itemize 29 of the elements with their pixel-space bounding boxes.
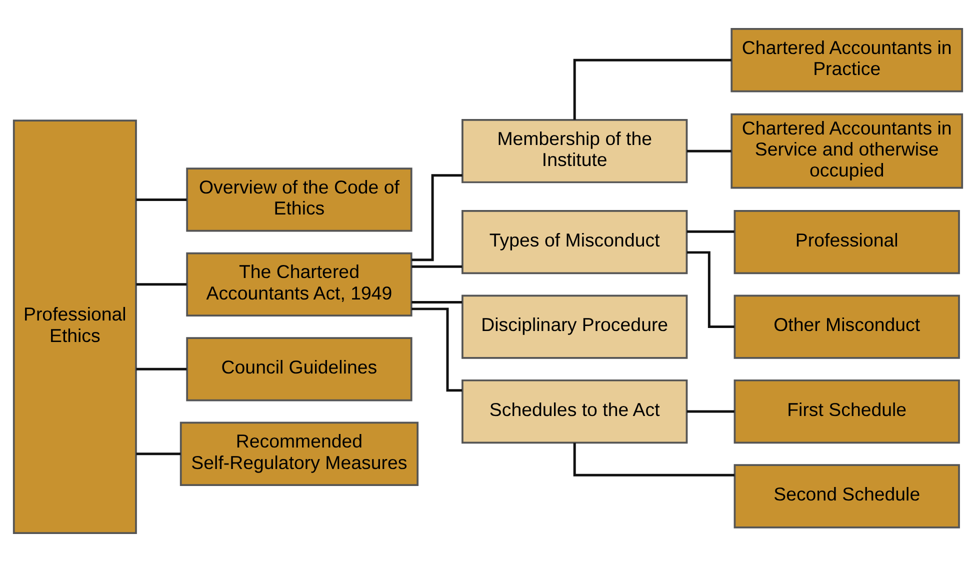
connector xyxy=(412,300,462,304)
connector xyxy=(136,367,187,370)
node-box: Council Guidelines xyxy=(186,336,412,401)
node-box: Recommended Self-Regulatory Measures xyxy=(180,421,419,486)
node-box: Chartered Accountants in Service and otherwise occupied xyxy=(730,112,964,188)
connector xyxy=(136,452,181,455)
connector xyxy=(573,442,735,476)
node-box: Disciplinary Procedure xyxy=(462,294,688,358)
connector xyxy=(136,282,187,286)
connector xyxy=(412,307,462,392)
node-box: Professional xyxy=(734,209,960,274)
connector xyxy=(412,174,462,261)
connector xyxy=(686,250,734,328)
connector xyxy=(686,410,734,412)
connector xyxy=(136,198,187,200)
connector xyxy=(412,264,462,268)
node-box: First Schedule xyxy=(734,378,960,444)
node-box: Types of Misconduct xyxy=(462,209,688,274)
connector xyxy=(573,58,732,120)
node-box: The Chartered Accountants Act, 1949 xyxy=(186,252,412,316)
node-box: Other Misconduct xyxy=(734,294,960,358)
node-box: Second Schedule xyxy=(734,464,960,528)
connector xyxy=(686,230,734,232)
node-box: Professional Ethics xyxy=(12,119,137,534)
node-box: Chartered Accountants in Practice xyxy=(730,28,964,92)
node-box: Schedules to the Act xyxy=(462,378,688,444)
node-box: Overview of the Code of Ethics xyxy=(186,167,412,232)
connector xyxy=(686,149,732,152)
node-box: Membership of the Institute xyxy=(462,118,688,183)
